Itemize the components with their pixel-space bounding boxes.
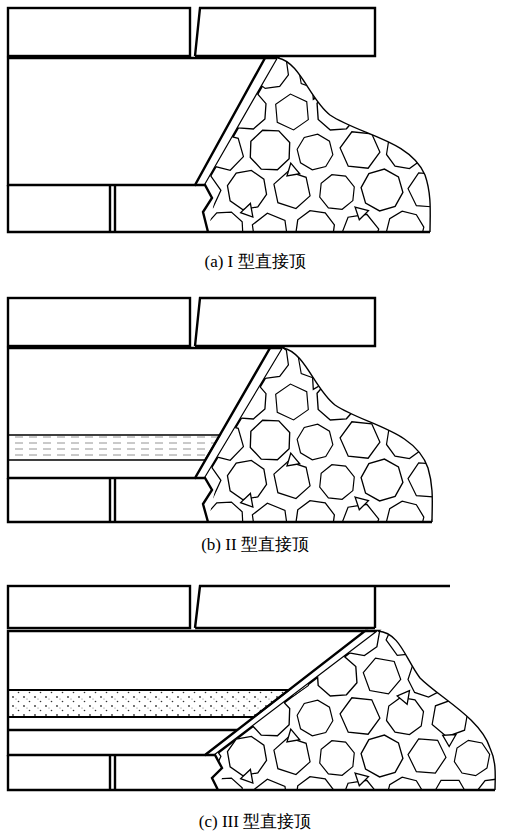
panel-c bbox=[8, 586, 510, 820]
panel-caption: (b) II 型直接顶 bbox=[0, 535, 510, 555]
panel-caption: (a) I 型直接顶 bbox=[0, 252, 510, 272]
panel-a bbox=[8, 8, 510, 254]
panel-caption: (c) III 型直接顶 bbox=[0, 812, 510, 832]
panel-b bbox=[8, 298, 510, 544]
